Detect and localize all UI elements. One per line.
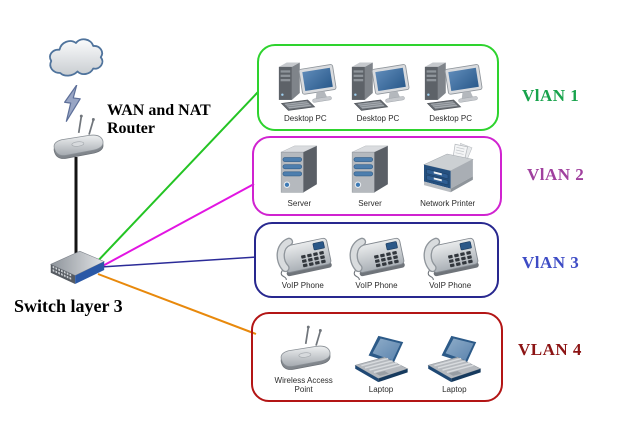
vlan2-group-box: Server Server Network Printer bbox=[252, 136, 502, 216]
device-network-printer: Network Printer bbox=[416, 142, 480, 209]
desktop-pc-icon bbox=[424, 62, 484, 112]
vlan1-group-box: Desktop PC Desktop PC Desktop PC bbox=[257, 44, 499, 131]
vlan3-label: VlAN 3 bbox=[522, 253, 580, 272]
voip-phone-icon bbox=[417, 234, 483, 280]
device-desktop-pc: Desktop PC bbox=[417, 59, 485, 124]
device-label: Wireless Access Point bbox=[274, 375, 333, 395]
device-label: Server bbox=[287, 199, 312, 209]
device-voip-phone: VoIP Phone bbox=[270, 234, 336, 291]
device-server: Server bbox=[345, 142, 395, 209]
voip-phone-icon bbox=[270, 234, 336, 280]
voip-phone-icon bbox=[343, 234, 409, 280]
device-label: Network Printer bbox=[420, 199, 476, 209]
device-voip-phone: VoIP Phone bbox=[343, 234, 409, 291]
server-icon bbox=[280, 145, 318, 194]
wan-router-label-line2: Router bbox=[107, 120, 155, 138]
vlan2-label: VlAN 2 bbox=[527, 165, 585, 184]
vlan4-label: VLAN 4 bbox=[518, 340, 582, 359]
laptop-icon bbox=[427, 335, 482, 384]
device-label: Server bbox=[358, 199, 382, 209]
wan-router-label: WAN and NAT Router bbox=[107, 102, 237, 139]
device-desktop-pc: Desktop PC bbox=[344, 59, 412, 124]
device-label: Desktop PC bbox=[283, 114, 327, 124]
desktop-pc-icon bbox=[351, 62, 412, 112]
link-vlan2 bbox=[96, 183, 255, 270]
internet-cloud-icon bbox=[49, 38, 104, 77]
device-voip-phone: VoIP Phone bbox=[417, 234, 483, 291]
device-laptop: Laptop bbox=[422, 334, 486, 395]
device-label: Desktop PC bbox=[356, 114, 400, 124]
wireless-access-point-icon bbox=[279, 324, 331, 371]
device-label: VoIP Phone bbox=[281, 281, 324, 291]
wan-router-icon bbox=[53, 113, 104, 160]
server-icon bbox=[351, 145, 389, 194]
switch-label: Switch layer 3 bbox=[14, 296, 123, 316]
network-printer-icon bbox=[423, 143, 473, 194]
device-label: VoIP Phone bbox=[429, 281, 472, 291]
desktop-pc-icon bbox=[278, 62, 339, 112]
device-label: Laptop bbox=[442, 385, 467, 395]
device-label: VoIP Phone bbox=[355, 281, 398, 291]
device-laptop: Laptop bbox=[349, 334, 413, 395]
layer3-switch-icon bbox=[50, 250, 105, 285]
device-label: Desktop PC bbox=[429, 114, 472, 124]
vlan4-group-box: Wireless Access Point Laptop Laptop bbox=[251, 312, 503, 402]
device-desktop-pc: Desktop PC bbox=[271, 59, 339, 124]
vlan3-group-box: VoIP Phone VoIP Phone VoIP Phone bbox=[254, 222, 499, 298]
wan-router-label-line1: WAN and NAT bbox=[107, 102, 211, 119]
vlan1-label: VlAN 1 bbox=[522, 86, 580, 105]
link-vlan3 bbox=[100, 256, 257, 268]
device-wireless-access-point: Wireless Access Point bbox=[268, 323, 340, 395]
laptop-icon bbox=[354, 335, 409, 384]
device-label: Laptop bbox=[368, 385, 394, 395]
device-server: Server bbox=[274, 142, 324, 209]
